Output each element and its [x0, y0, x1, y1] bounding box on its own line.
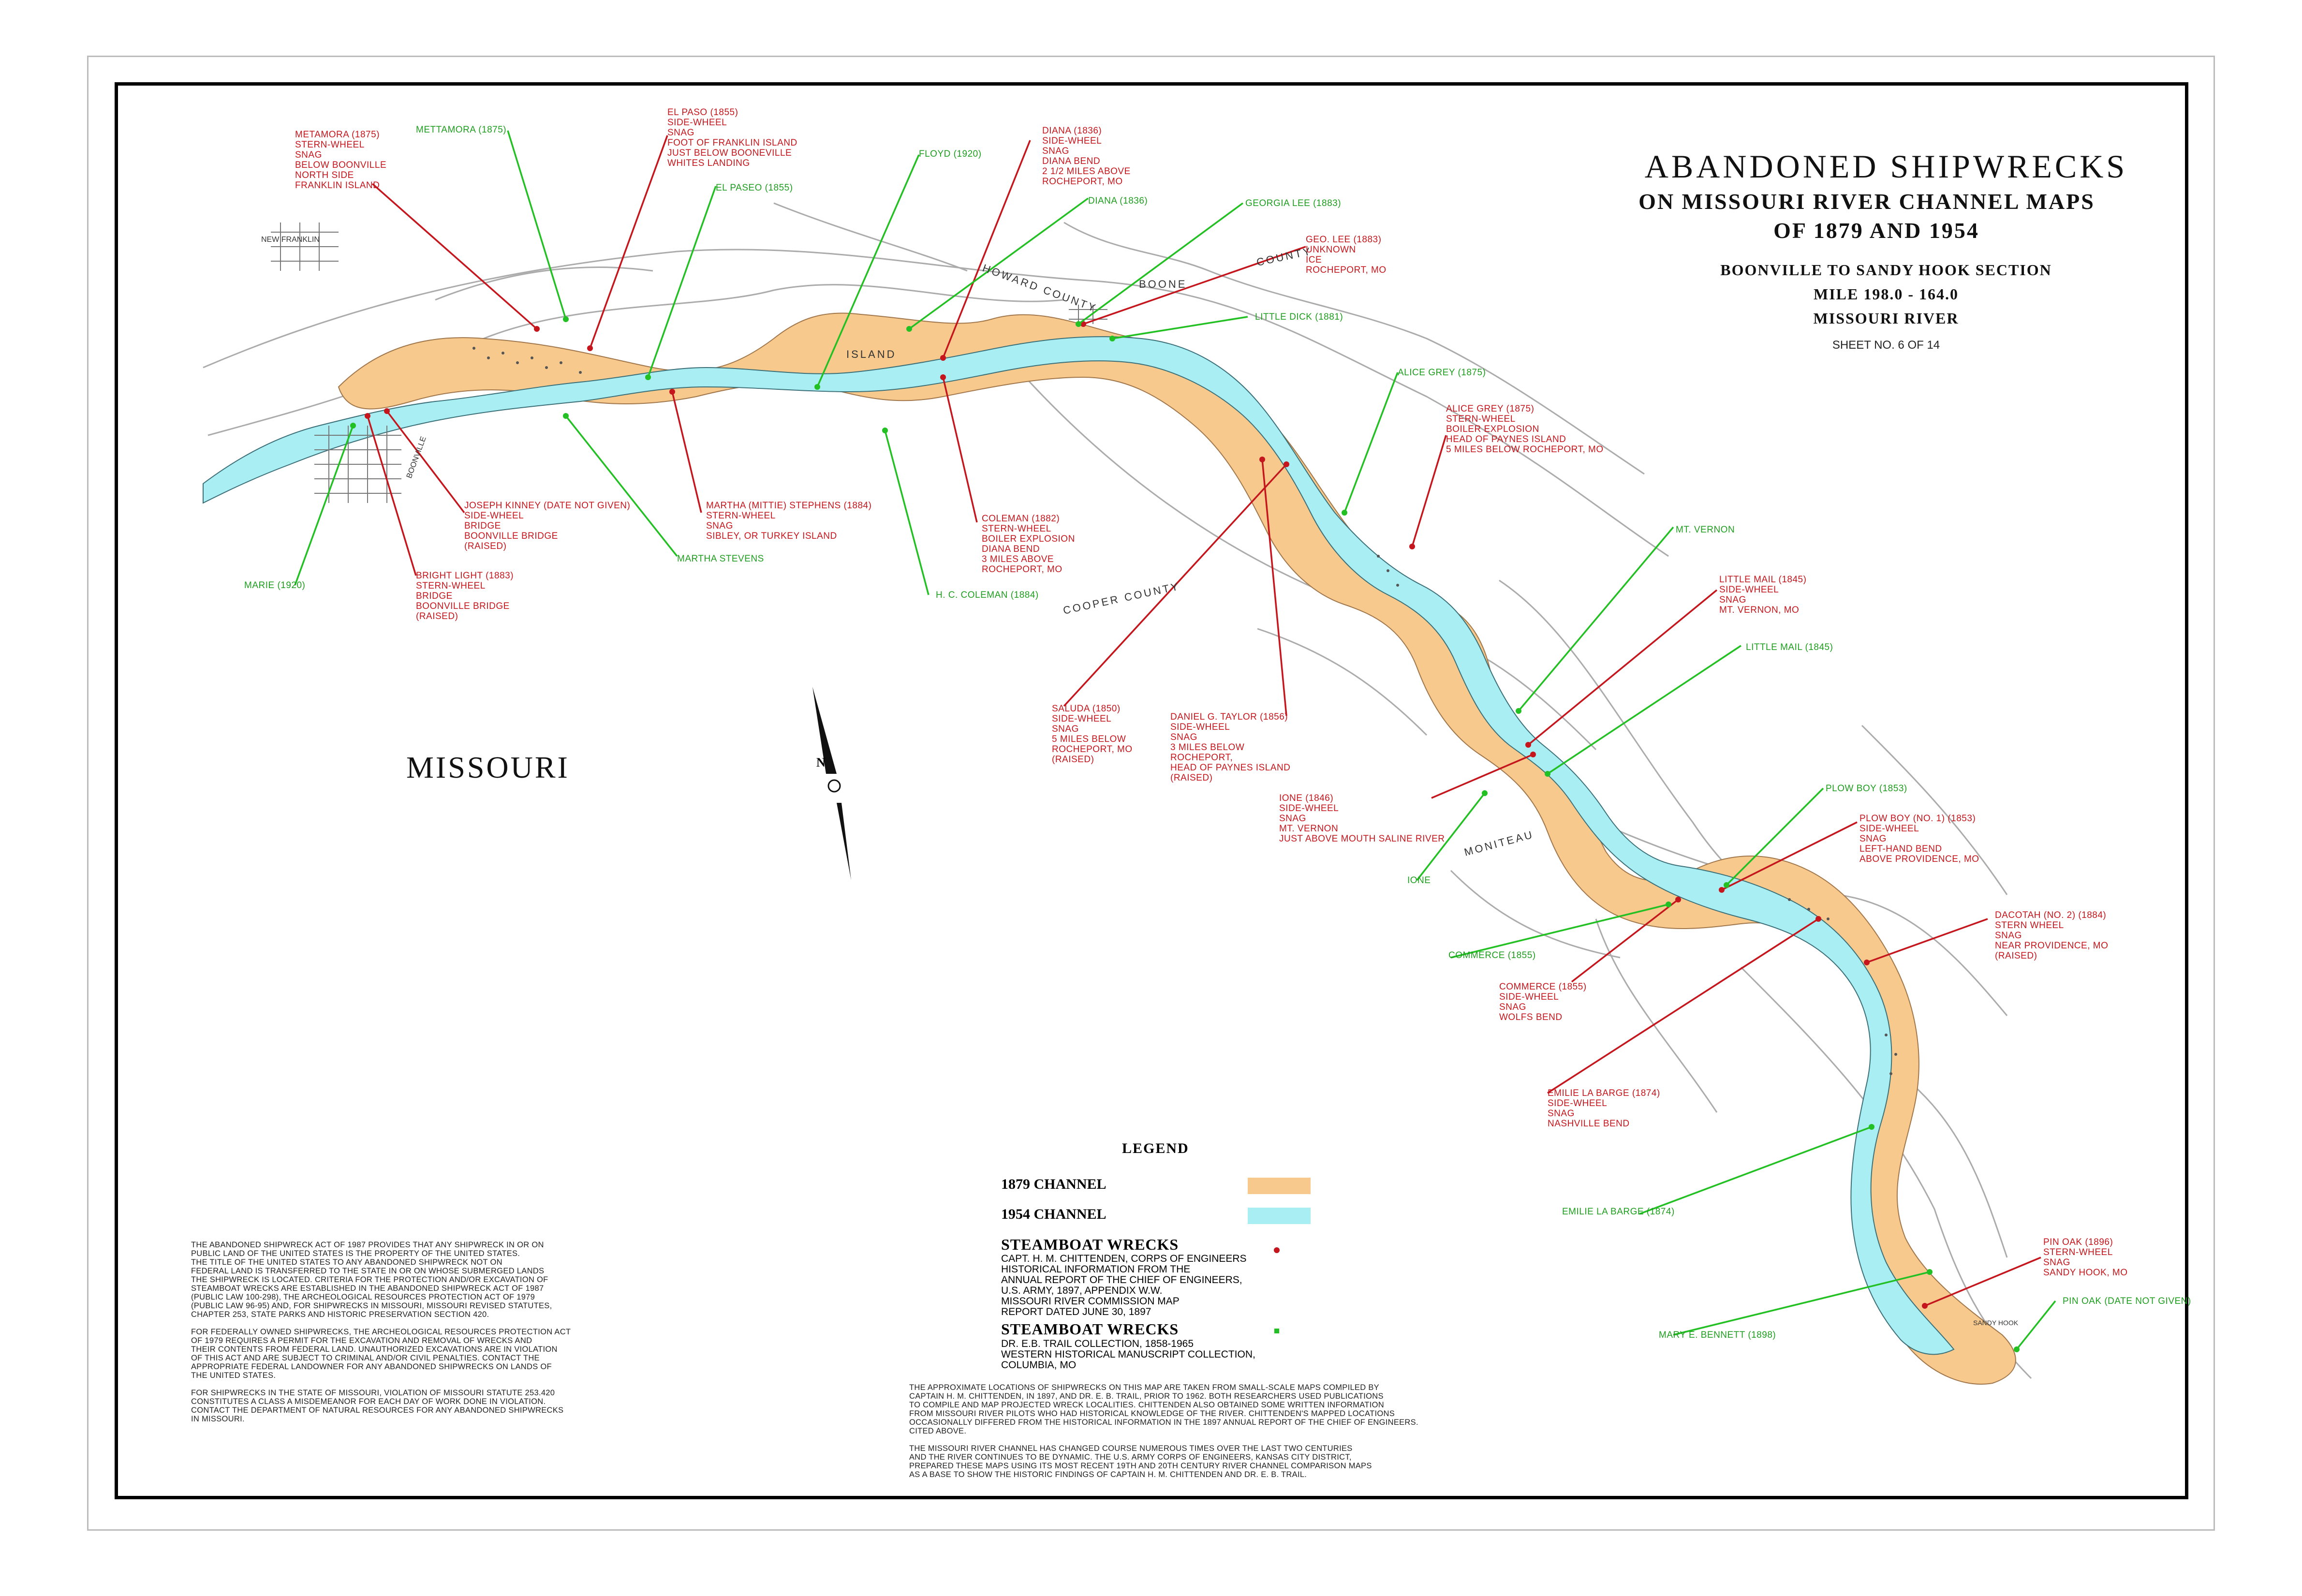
label-pin-oak-green: PIN OAK (DATE NOT GIVEN) [2063, 1296, 2191, 1306]
state-label: MISSOURI [406, 750, 570, 784]
label-alice-grey: ALICE GREY (1875) STERN-WHEEL BOILER EXP… [1446, 404, 1604, 455]
label-el-paseo-green: EL PASEO (1855) [716, 183, 793, 193]
map-subtitle-2: OF 1879 AND 1954 [1773, 218, 1979, 243]
label-mt-vernon-green: MT. VERNON [1676, 525, 1735, 535]
legend-1879-label: 1879 CHANNEL [1001, 1176, 1107, 1192]
label-pin-oak: PIN OAK (1896) STERN-WHEEL SNAG SANDY HO… [2043, 1237, 2128, 1278]
legend-steamboat-trail-desc: DR. E.B. TRAIL COLLECTION, 1858-1965 WES… [1001, 1338, 1255, 1371]
red-wreck-markers [365, 321, 1928, 1309]
compass-icon [812, 687, 851, 880]
rocheport-town-grid [1069, 305, 1107, 324]
label-mettamora-green: METTAMORA (1875) [416, 125, 507, 135]
label-georgia-lee-green: GEORGIA LEE (1883) [1245, 198, 1342, 208]
map-border [115, 82, 2188, 1499]
mile-label: MILE 198.0 - 164.0 [1814, 285, 1959, 303]
legend-swatch-1954 [1248, 1208, 1311, 1224]
legend-steamboat-chittenden-title: STEAMBOAT WRECKS [1001, 1236, 1179, 1253]
map-title: ABANDONED SHIPWRECKS [1644, 148, 2128, 185]
legal-notes: THE ABANDONED SHIPWRECK ACT OF 1987 PROV… [191, 1241, 571, 1423]
boonville-town-grid [314, 426, 401, 503]
label-ione: IONE (1846) SIDE-WHEEL SNAG MT. VERNON J… [1279, 793, 1445, 844]
section-label: BOONVILLE TO SANDY HOOK SECTION [1720, 261, 2052, 279]
label-hc-coleman-green: H. C. COLEMAN (1884) [936, 590, 1039, 600]
label-marie-green: MARIE (1920) [244, 580, 306, 591]
label-commerce-green: COMMERCE (1855) [1448, 950, 1536, 961]
legend-1954-label: 1954 CHANNEL [1001, 1206, 1107, 1222]
label-mary-bennett-green: MARY E. BENNETT (1898) [1659, 1330, 1776, 1340]
label-dacotah: DACOTAH (NO. 2) (1884) STERN WHEEL SNAG … [1995, 910, 2109, 961]
label-bright-light: BRIGHT LIGHT (1883) STERN-WHEEL BRIDGE B… [416, 571, 514, 621]
place-island: ISLAND [846, 348, 896, 360]
label-daniel-taylor: DANIEL G. TAYLOR (1856) SIDE-WHEEL SNAG … [1170, 712, 1291, 783]
label-joseph-kinney: JOSEPH KINNEY (DATE NOT GIVEN) SIDE-WHEE… [464, 501, 631, 551]
label-diana: DIANA (1836) SIDE-WHEEL SNAG DIANA BEND … [1042, 126, 1131, 187]
place-sandy-hook: SANDY HOOK [1973, 1319, 2019, 1327]
new-franklin-town-grid [271, 222, 339, 271]
label-el-paso: EL PASO (1855) SIDE-WHEEL SNAG FOOT OF F… [667, 107, 797, 168]
label-commerce: COMMERCE (1855) SIDE-WHEEL SNAG WOLFS BE… [1499, 982, 1587, 1022]
green-wreck-markers [350, 316, 2020, 1352]
label-plow-boy-green: PLOW BOY (1853) [1826, 783, 1907, 794]
sheet-number: SHEET NO. 6 OF 14 [1832, 339, 1940, 352]
place-county: COUNTY [1255, 245, 1313, 268]
label-plow-boy: PLOW BOY (NO. 1) (1853) SIDE-WHEEL SNAG … [1859, 813, 1979, 864]
compass-n-label: N [816, 755, 826, 769]
label-little-mail-green: LITTLE MAIL (1845) [1746, 642, 1833, 652]
green-leader-lines [294, 130, 2056, 1350]
label-emilie-la-barge: EMILIE LA BARGE (1874) SIDE-WHEEL SNAG N… [1548, 1088, 1660, 1129]
label-floyd-green: FLOYD (1920) [919, 149, 982, 159]
label-metamora: METAMORA (1875) STERN-WHEEL SNAG BELOW B… [295, 130, 387, 191]
label-saluda: SALUDA (1850) SIDE-WHEEL SNAG 5 MILES BE… [1052, 704, 1133, 765]
red-leader-lines [367, 135, 2041, 1307]
legend-steamboat-chittenden-desc: CAPT. H. M. CHITTENDEN, CORPS OF ENGINEE… [1001, 1253, 1247, 1317]
outer-frame [87, 56, 2215, 1531]
label-martha-stephens: MARTHA (MITTIE) STEPHENS (1884) STERN-WH… [706, 501, 872, 541]
place-howard-county: HOWARD COUNTY [981, 262, 1099, 314]
label-little-dick-green: LITTLE DICK (1881) [1255, 312, 1343, 322]
sandbar-texture [472, 347, 1897, 1075]
place-new-franklin: NEW FRANKLIN [261, 236, 320, 244]
label-geo-lee: GEO. LEE (1883) UNKNOWN ICE ROCHEPORT, M… [1306, 235, 1387, 275]
label-emilie-la-barge-green: EMILIE LA BARGE (1874) [1562, 1207, 1675, 1217]
legend-title: LEGEND [1122, 1140, 1189, 1156]
legend-red-dot [1274, 1247, 1280, 1253]
legend-steamboat-trail-title: STEAMBOAT WRECKS [1001, 1320, 1179, 1338]
label-diana-green: DIANA (1836) [1088, 196, 1148, 206]
label-little-mail: LITTLE MAIL (1845) SIDE-WHEEL SNAG MT. V… [1719, 575, 1807, 615]
background-roads [203, 202, 2032, 1379]
label-coleman: COLEMAN (1882) STERN-WHEEL BOILER EXPLOS… [982, 514, 1075, 575]
map-subtitle-1: ON MISSOURI RIVER CHANNEL MAPS [1638, 189, 2095, 214]
legend-green-dot [1274, 1329, 1279, 1333]
channel-1954 [203, 336, 1955, 1355]
place-boone: BOONE [1139, 278, 1187, 290]
legend-swatch-1879 [1248, 1178, 1311, 1194]
methodology-notes: THE APPROXIMATE LOCATIONS OF SHIPWRECKS … [909, 1383, 1418, 1479]
place-boonville: BOONVILLE [405, 435, 428, 479]
river-label: MISSOURI RIVER [1813, 310, 1959, 327]
label-alice-grey-green: ALICE GREY (1875) [1398, 368, 1486, 378]
place-moniteau: MONITEAU [1463, 828, 1535, 858]
label-martha-stevens-green: MARTHA STEVENS [677, 554, 764, 564]
label-ione-green: IONE [1407, 875, 1431, 886]
